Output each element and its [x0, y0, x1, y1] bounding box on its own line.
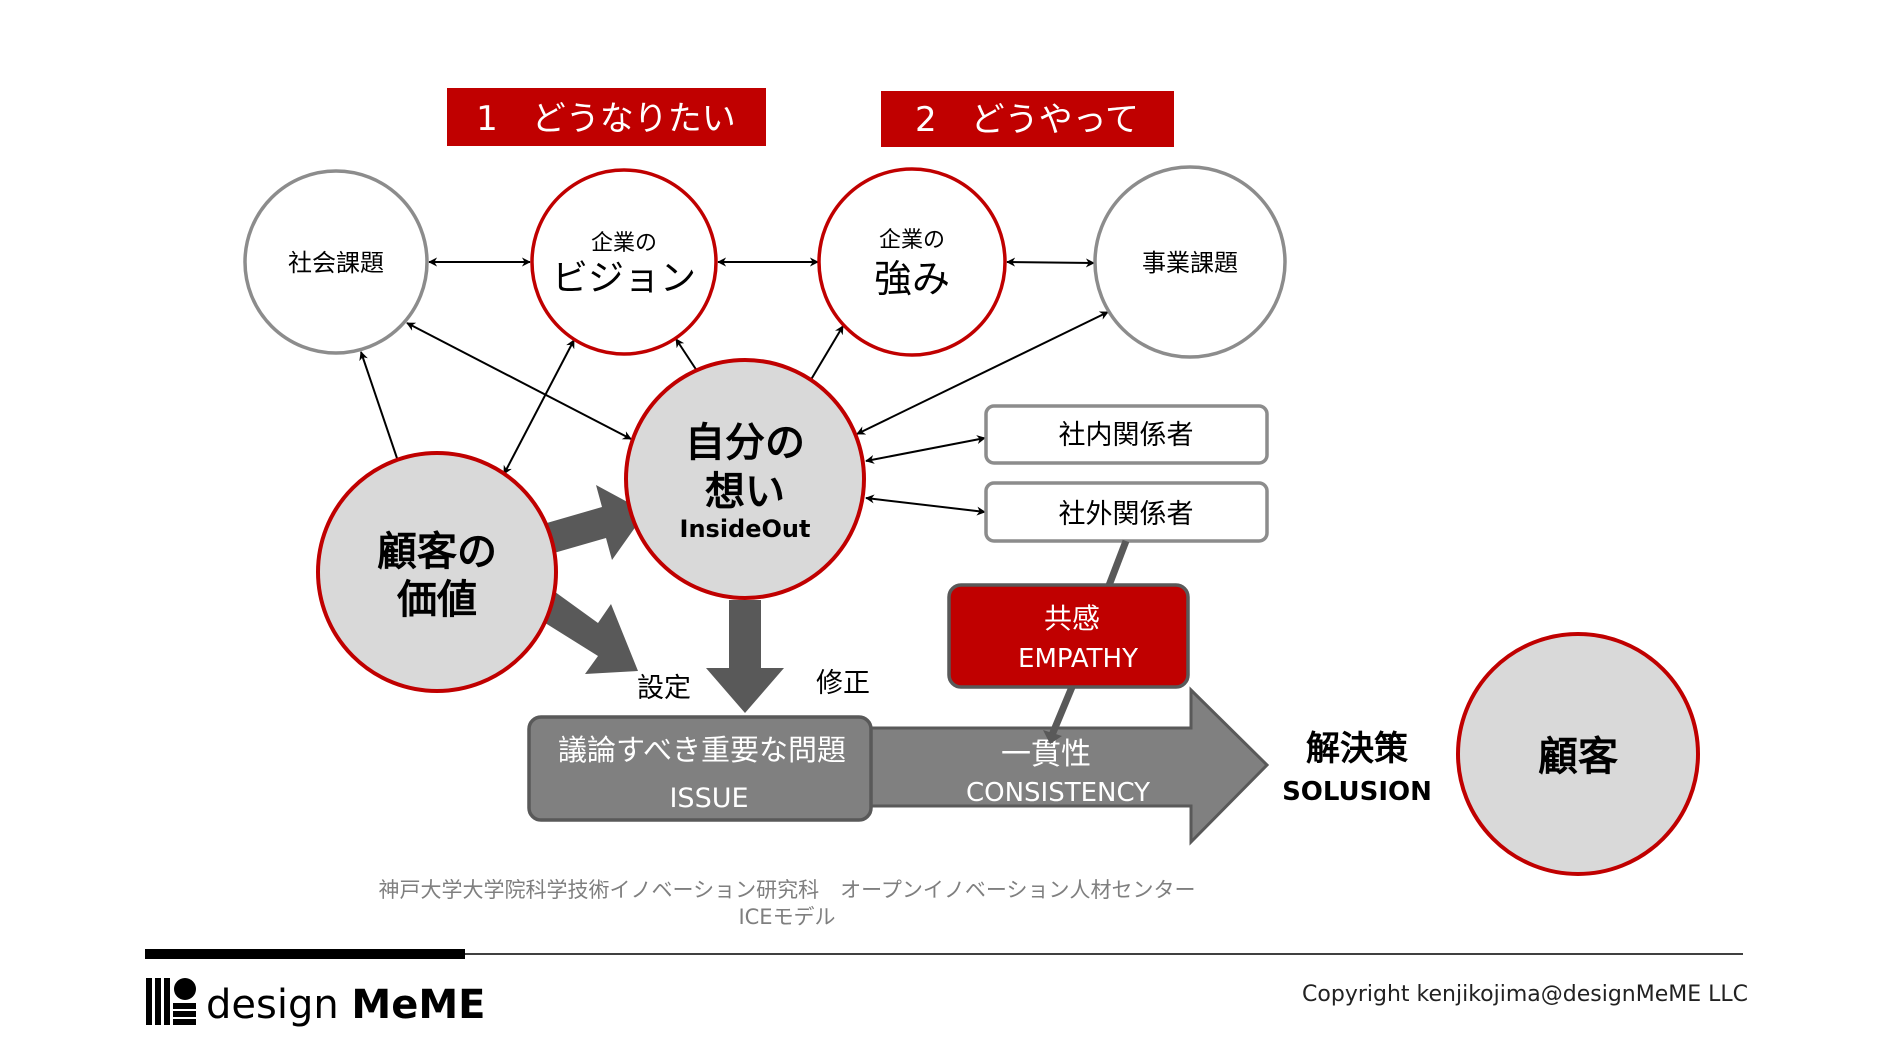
node-strength: 企業の 強み	[817, 167, 1007, 357]
node-external-label: 社外関係者	[1059, 499, 1194, 530]
empathy-connector	[1043, 539, 1130, 744]
node-social-issue-label: 社会課題	[288, 249, 384, 277]
consistency-jp: 一貫性	[1001, 737, 1091, 772]
node-customer-value: 顧客の 価値	[316, 451, 558, 693]
connector-business-self	[856, 311, 1109, 435]
node-self-line3: InsideOut	[680, 515, 811, 543]
node-business-issue: 事業課題	[1093, 165, 1287, 359]
solution-jp: 解決策	[1306, 729, 1408, 769]
node-strength-main: 強み	[874, 257, 950, 301]
solution-label: 解決策 SOLUSION	[1282, 729, 1432, 807]
node-internal-label: 社内関係者	[1059, 420, 1194, 451]
arrow-value-to-self	[533, 485, 646, 560]
node-empathy: 共感 EMPATHY	[947, 583, 1190, 689]
node-external-stakeholders: 社外関係者	[984, 481, 1269, 543]
header-step2: 2 どうやって	[881, 91, 1174, 147]
logo-text-bold: MeME	[351, 982, 485, 1028]
header-step1-label: 1 どうなりたい	[476, 99, 736, 139]
node-self-line1: 自分の	[685, 420, 805, 466]
logo-text: design MeME	[206, 982, 485, 1028]
node-vision: 企業の ビジョン	[530, 168, 718, 356]
arrow-self-to-issue	[706, 600, 784, 713]
connector-strength-self	[805, 325, 844, 389]
solution-en: SOLUSION	[1282, 777, 1432, 807]
empathy-en: EMPATHY	[1018, 644, 1138, 674]
node-value-line1: 顧客の	[377, 529, 497, 575]
logo-text-light: design	[206, 982, 351, 1028]
node-self-line2: 想い	[705, 469, 785, 515]
connector-vision-value	[503, 339, 575, 475]
header-step2-label: 2 どうやって	[915, 100, 1139, 140]
connector-internal-self	[865, 435, 986, 464]
arrow-value-to-issue	[534, 589, 638, 674]
header-step1: 1 どうなりたい	[447, 88, 766, 146]
node-customer-label: 顧客	[1538, 734, 1618, 780]
node-internal-stakeholders: 社内関係者	[984, 404, 1269, 465]
label-set: 設定	[637, 673, 691, 704]
consistency-en: CONSISTENCY	[966, 778, 1150, 808]
node-customer: 顧客	[1456, 632, 1700, 876]
design-meme-logo: design MeME	[146, 978, 485, 1028]
issue-en: ISSUE	[669, 783, 748, 814]
node-value-line2: 価値	[396, 577, 477, 623]
node-issue: 議論すべき重要な問題 ISSUE	[527, 715, 873, 822]
issue-jp: 議論すべき重要な問題	[558, 733, 846, 767]
footer-credit-line2: ICEモデル	[738, 905, 835, 929]
footer-credit-line1: 神戸大学大学院科学技術イノベーション研究科 オープンイノベーション人材センター	[379, 878, 1196, 902]
empathy-jp: 共感	[1044, 602, 1100, 635]
node-social-issue: 社会課題	[243, 169, 429, 355]
node-vision-top: 企業の	[591, 231, 657, 256]
footer-divider	[145, 949, 1743, 959]
logo-mark-icon	[146, 978, 196, 1025]
node-self-thought: 自分の 想い InsideOut	[624, 358, 866, 600]
connector-strength-business	[1006, 257, 1095, 268]
copyright: Copyright kenjikojima@designMeME LLC	[1302, 982, 1748, 1007]
node-strength-top: 企業の	[879, 228, 945, 253]
connector-social-value	[359, 351, 403, 471]
label-fix: 修正	[816, 668, 870, 699]
node-vision-main: ビジョン	[552, 258, 696, 299]
thick-arrows	[533, 485, 784, 713]
node-business-issue-label: 事業課題	[1142, 249, 1238, 277]
consistency-arrow: 一貫性 CONSISTENCY	[858, 686, 1270, 846]
connector-external-self	[865, 494, 986, 516]
